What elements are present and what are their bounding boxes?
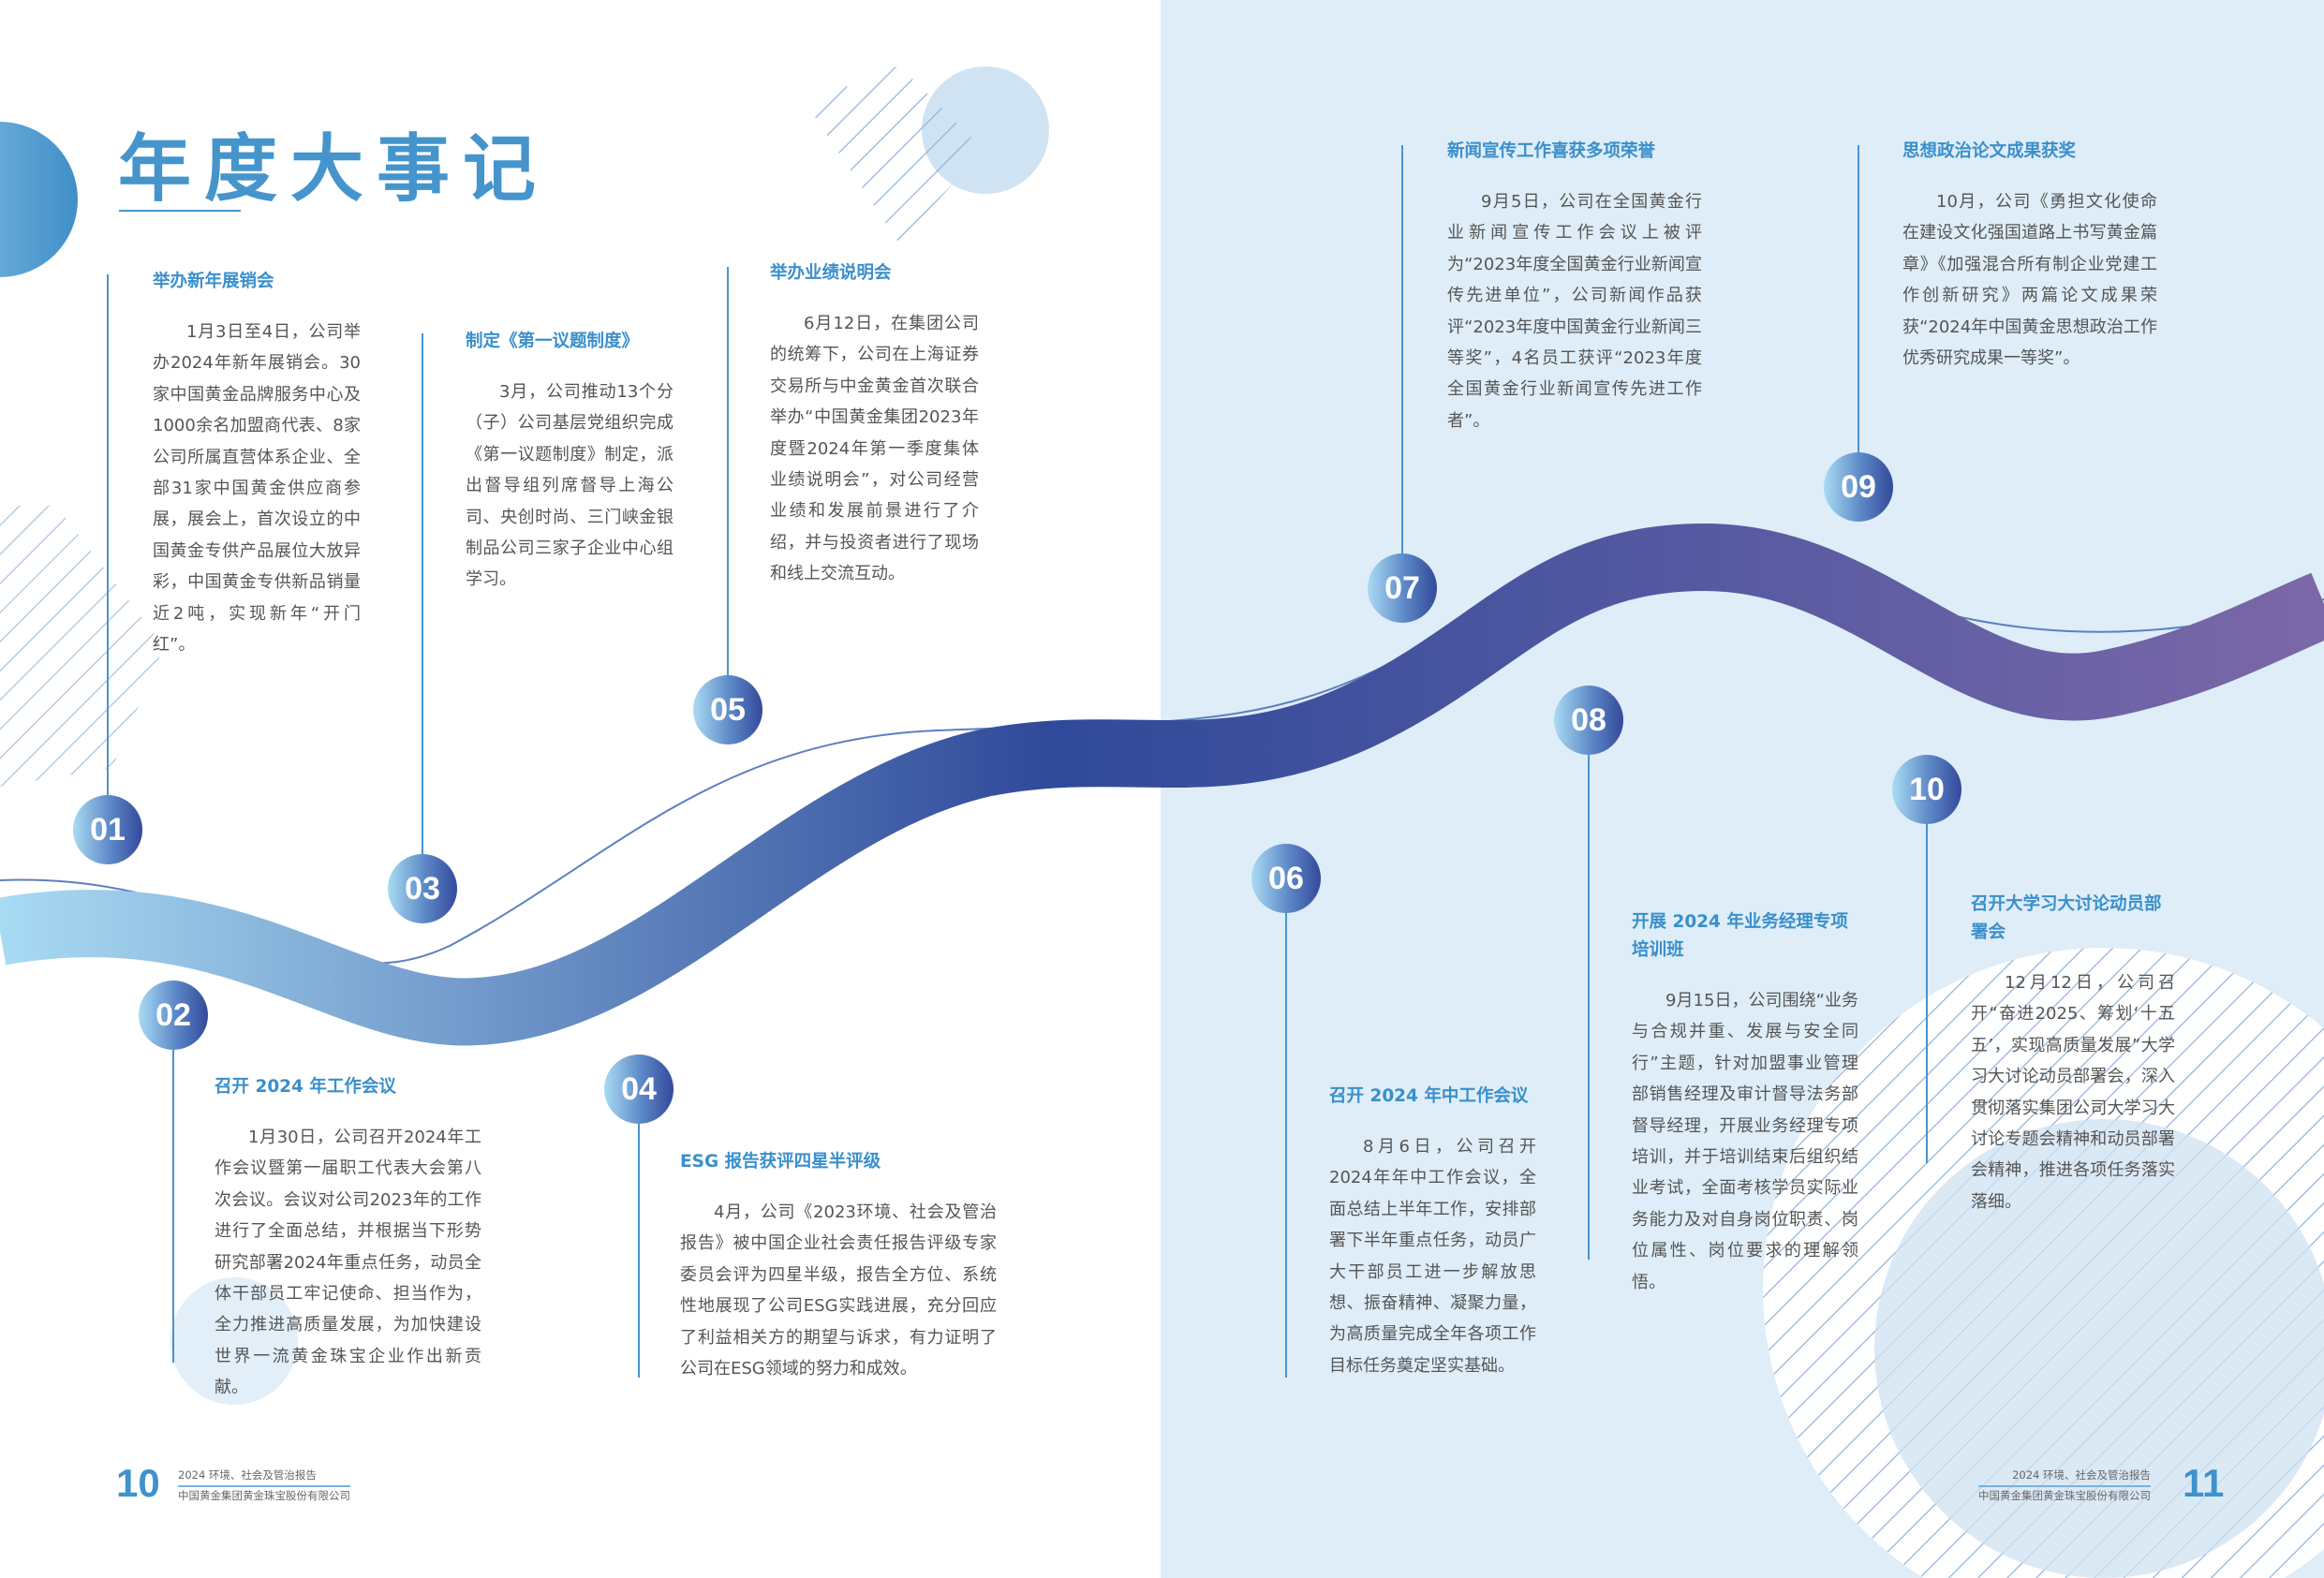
timeline-marker-02: 02 [139, 981, 208, 1050]
event-09: 思想政治论文成果获奖 10月，公司《勇担文化使命在建设文化强国道路上书写黄金篇章… [1902, 138, 2157, 374]
event-body: 1月3日至4日，公司举办2024年新年展销会。30家中国黄金品牌服务中心及100… [153, 322, 361, 656]
timeline-marker-06: 06 [1251, 844, 1321, 913]
connector-line-09 [1858, 145, 1859, 452]
timeline-marker-04: 04 [604, 1054, 674, 1124]
timeline-marker-08: 08 [1554, 686, 1623, 755]
timeline-marker-10: 10 [1892, 755, 1961, 824]
event-title: 召开 2024 年中工作会议 [1329, 1086, 1529, 1106]
timeline-marker-09: 09 [1824, 452, 1893, 522]
top-hatch [806, 66, 984, 243]
event-07: 新闻宣传工作喜获多项荣誉 9月5日，公司在全国黄金行业新闻宣传工作会议上被评为“… [1447, 138, 1702, 436]
event-body: 9月15日，公司围绕“业务与合规并重、发展与安全同行”主题，针对加盟事业管理部销… [1632, 991, 1858, 1292]
event-body: 10月，公司《勇担文化使命在建设文化强国道路上书写黄金篇章》《加强混合所有制企业… [1902, 192, 2157, 369]
event-body: 3月，公司推动13个分（子）公司基层党组织完成《第一议题制度》制定，派出督导组列… [466, 382, 674, 590]
event-title: ESG 报告获评四星半评级 [680, 1152, 881, 1172]
event-body: 6月12日，在集团公司的统筹下，公司在上海证券交易所与中金黄金首次联合举办“中国… [770, 314, 979, 584]
event-title: 举办新年展销会 [153, 272, 274, 291]
connector-line-06 [1285, 913, 1287, 1378]
event-10: 召开大学习大讨论动员部署会 12月12日，公司召开“奋进2025、筹划‘十五五’… [1971, 891, 2175, 1217]
left-semicircle [0, 122, 78, 277]
left-page-number: 10 [116, 1461, 160, 1505]
event-title: 新闻宣传工作喜获多项荣誉 [1447, 141, 1656, 161]
left-hatch [0, 506, 164, 787]
event-08: 开展 2024 年业务经理专项培训班 9月15日，公司围绕“业务与合规并重、发展… [1632, 908, 1858, 1298]
event-03: 制定《第一议题制度》 3月，公司推动13个分（子）公司基层党组织完成《第一议题制… [466, 328, 674, 596]
event-title: 举办业绩说明会 [770, 263, 892, 283]
event-body: 12月12日，公司召开“奋进2025、筹划‘十五五’，实现高质量发展”大学习大讨… [1971, 973, 2175, 1212]
connector-line-04 [638, 1124, 640, 1378]
timeline-marker-03: 03 [388, 854, 457, 923]
bottom-right-circle [1874, 1119, 2324, 1578]
event-body: 1月30日，公司召开2024年工作会议暨第一届职工代表大会第八次会议。会议对公司… [215, 1128, 481, 1398]
event-title: 召开大学习大讨论动员部署会 [1971, 894, 2162, 942]
connector-line-03 [422, 333, 423, 854]
connector-line-02 [172, 1050, 174, 1363]
timeline-marker-01: 01 [73, 795, 142, 864]
footer-report-name: 2024 环境、社会及管治报告 [1978, 1467, 2151, 1487]
connector-line-07 [1401, 145, 1403, 553]
right-page-number: 11 [2183, 1461, 2225, 1505]
connector-line-08 [1588, 755, 1590, 1260]
event-02: 召开 2024 年工作会议 1月30日，公司召开2024年工作会议暨第一届职工代… [215, 1073, 481, 1404]
event-06: 召开 2024 年中工作会议 8月6日，公司召开2024年年中工作会议，全面总结… [1329, 1083, 1536, 1381]
connector-line-10 [1926, 824, 1928, 1163]
event-04: ESG 报告获评四星半评级 4月，公司《2023环境、社会及管治报告》被中国企业… [680, 1148, 997, 1384]
event-05: 举办业绩说明会 6月12日，在集团公司的统筹下，公司在上海证券交易所与中金黄金首… [770, 259, 979, 590]
event-01: 举办新年展销会 1月3日至4日，公司举办2024年新年展销会。30家中国黄金品牌… [153, 268, 361, 660]
connector-line-05 [727, 267, 729, 675]
event-body: 8月6日，公司召开2024年年中工作会议，全面总结上半年工作，安排部署下半年重点… [1329, 1137, 1536, 1376]
bottom-left-circle [170, 1277, 298, 1405]
timeline-marker-07: 07 [1368, 553, 1437, 623]
title-underline [119, 210, 241, 212]
page-title: 年度大事记 [118, 126, 550, 212]
timeline-marker-05: 05 [693, 675, 762, 745]
event-title: 思想政治论文成果获奖 [1902, 141, 2077, 161]
event-title: 召开 2024 年工作会议 [215, 1077, 396, 1097]
right-footer: 2024 环境、社会及管治报告 中国黄金集团黄金珠宝股份有限公司 [1978, 1467, 2151, 1505]
event-title: 开展 2024 年业务经理专项培训班 [1632, 912, 1848, 960]
event-body: 9月5日，公司在全国黄金行业新闻宣传工作会议上被评为“2023年度全国黄金行业新… [1447, 192, 1702, 431]
footer-report-name: 2024 环境、社会及管治报告 [178, 1467, 350, 1487]
footer-company-name: 中国黄金集团黄金珠宝股份有限公司 [178, 1489, 350, 1502]
footer-company-name: 中国黄金集团黄金珠宝股份有限公司 [1978, 1489, 2151, 1502]
connector-line-01 [107, 274, 109, 795]
left-footer: 2024 环境、社会及管治报告 中国黄金集团黄金珠宝股份有限公司 [178, 1467, 350, 1505]
event-body: 4月，公司《2023环境、社会及管治报告》被中国企业社会责任报告评级专家委员会评… [680, 1202, 997, 1379]
event-title: 制定《第一议题制度》 [466, 332, 640, 351]
timeline-ribbon [0, 523, 2324, 1046]
